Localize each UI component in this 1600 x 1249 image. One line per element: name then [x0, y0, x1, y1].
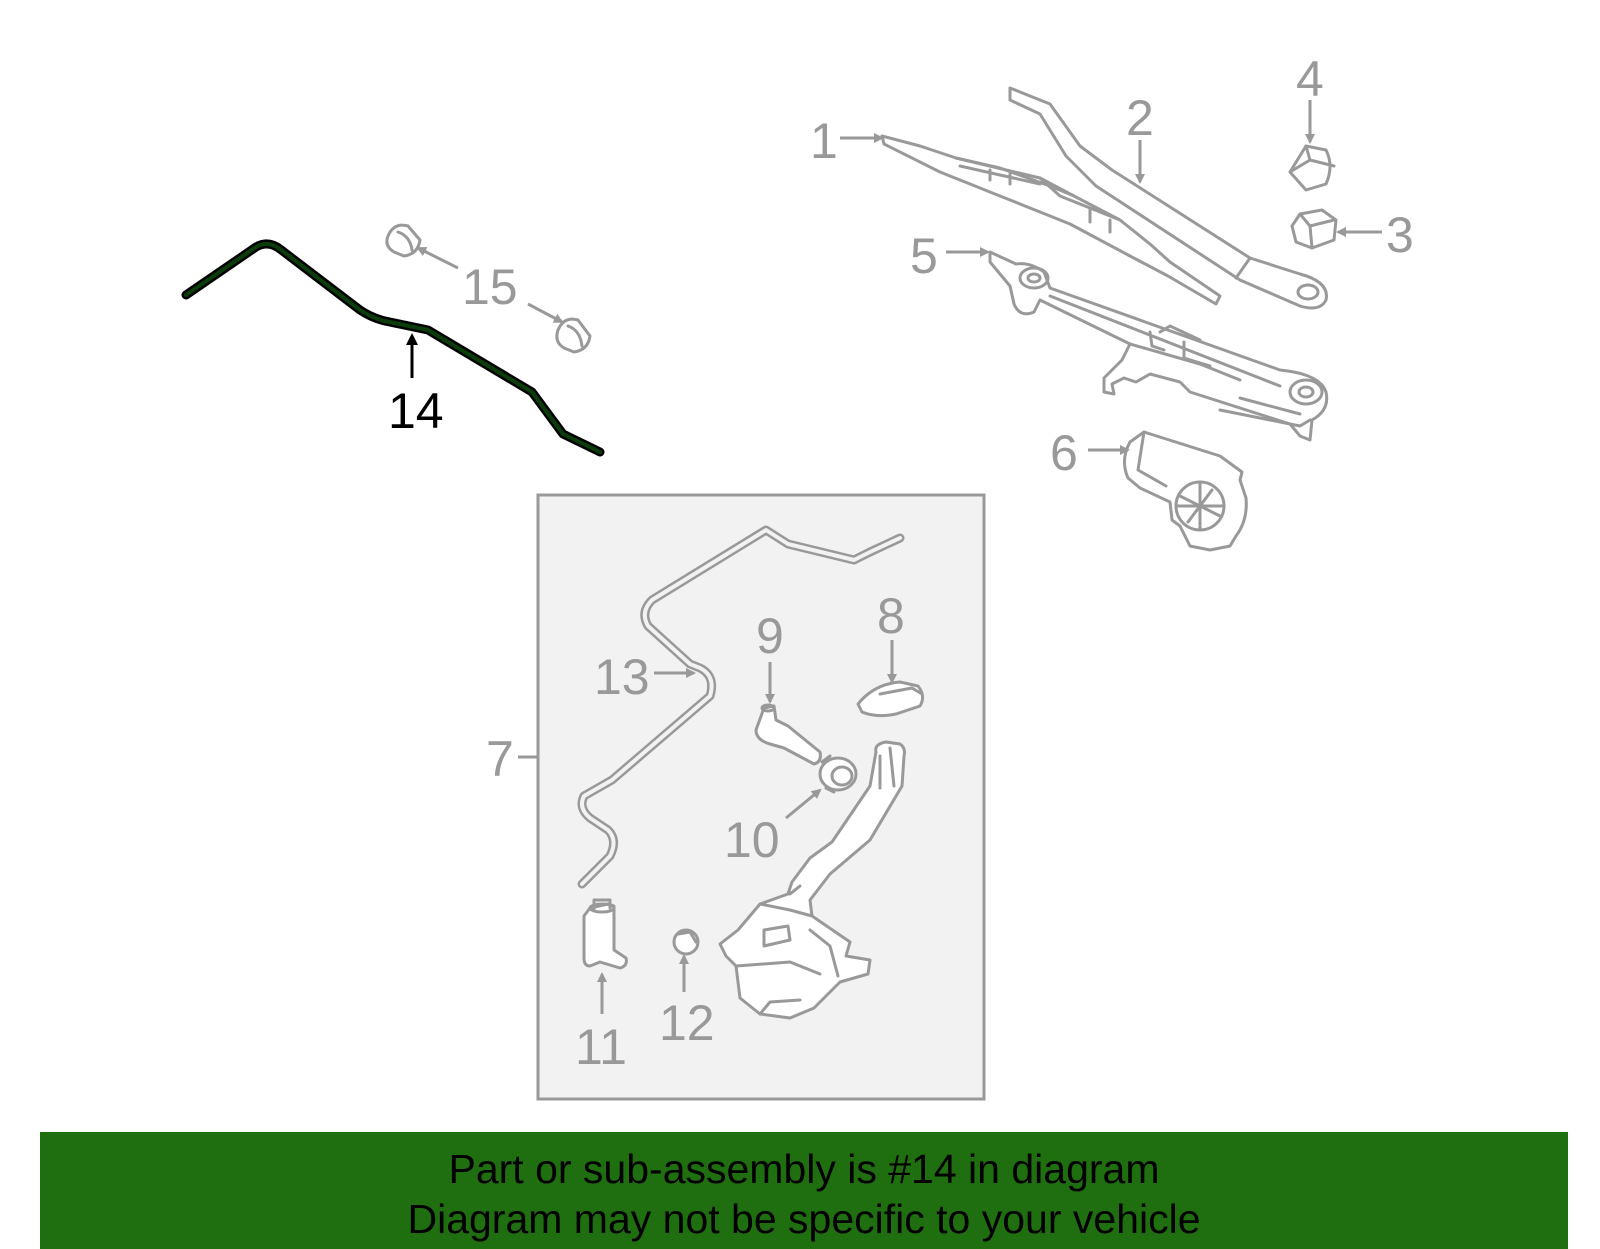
callout-3: 3 [1386, 207, 1414, 263]
part-14-washer-hose[interactable] [181, 239, 605, 457]
part-2-wiper-arm [1008, 86, 1328, 310]
part-5-wiper-linkage [988, 250, 1329, 442]
part-13-reservoir-hose [577, 525, 905, 889]
banner-line-2: Diagram may not be specific to your vehi… [407, 1196, 1201, 1242]
part-15-clip-upper [385, 223, 422, 258]
part-10-grommet [818, 754, 858, 794]
part-12-pump-grommet [672, 928, 700, 956]
callout-5: 5 [910, 228, 938, 284]
part-1-wiper-blade [880, 134, 1222, 306]
callout-11: 11 [575, 1019, 627, 1075]
callout-10: 10 [724, 812, 780, 868]
leader-15b [527, 302, 564, 324]
part-8-reservoir-cap [856, 680, 925, 718]
part-9-elbow-fitting [754, 703, 822, 766]
leader-10 [785, 788, 822, 820]
info-banner: Part or sub-assembly is #14 in diagram D… [40, 1132, 1568, 1249]
callout-15: 15 [462, 259, 518, 315]
callout-4: 4 [1296, 51, 1324, 107]
callout-12: 12 [659, 995, 715, 1051]
part-6-wiper-motor [1123, 430, 1248, 552]
reservoir-tank [718, 740, 906, 1020]
callout-8: 8 [877, 588, 905, 644]
callout-9: 9 [756, 608, 784, 664]
callout-2: 2 [1126, 90, 1154, 146]
callout-13: 13 [594, 649, 650, 705]
callout-7: 7 [486, 731, 514, 787]
part-15-clip-lower [555, 317, 592, 354]
part-11-washer-pump [582, 898, 628, 970]
callout-6: 6 [1050, 425, 1078, 481]
leader-15a [416, 246, 459, 270]
callout-1: 1 [810, 113, 838, 169]
callout-14: 14 [388, 383, 444, 439]
part-3-nut [1290, 208, 1338, 250]
banner-line-1: Part or sub-assembly is #14 in diagram [448, 1146, 1160, 1192]
part-4-arm-cap [1288, 144, 1336, 192]
